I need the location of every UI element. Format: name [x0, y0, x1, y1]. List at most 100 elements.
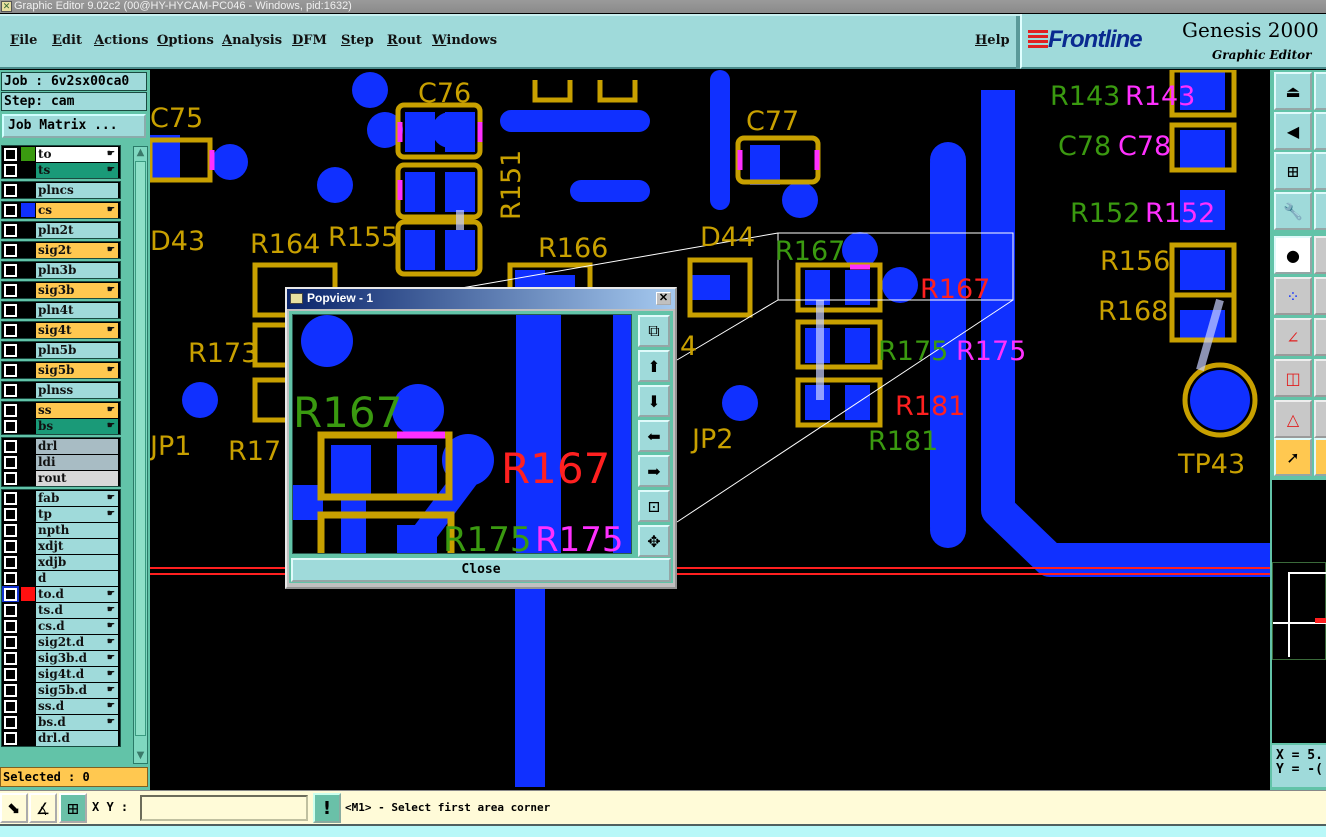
layer-checkbox[interactable] [3, 506, 18, 522]
move-feature-button[interactable]: ◫ [1274, 359, 1312, 397]
layer-name[interactable]: rout [36, 470, 118, 486]
menu-edit[interactable]: Edit [52, 33, 82, 48]
layer-name[interactable]: npth [36, 522, 118, 538]
layer-name[interactable]: sig5b☛ [36, 362, 118, 378]
toolbar-button-col2[interactable] [1314, 438, 1326, 476]
layer-checkbox[interactable] [3, 714, 18, 730]
layer-row[interactable]: drl [2, 438, 120, 454]
layer-checkbox[interactable] [3, 650, 18, 666]
menu-dfm[interactable]: DFM [292, 33, 327, 48]
toolbar-button-col2[interactable] [1314, 236, 1326, 274]
layer-checkbox[interactable] [3, 262, 18, 278]
menu-actions[interactable]: Actions [94, 33, 149, 48]
layer-row[interactable]: xdjt [2, 538, 120, 554]
layer-checkbox[interactable] [3, 602, 18, 618]
settings-button[interactable]: 🔧 [1274, 192, 1312, 230]
layer-name[interactable]: sig4t☛ [36, 322, 118, 338]
measure-button[interactable]: ∠ [1274, 318, 1312, 356]
layer-scrollbar[interactable]: ▲ ▼ [133, 146, 148, 764]
connect-button[interactable]: ⁘ [1274, 277, 1312, 315]
select-pad-button[interactable]: ● [1274, 236, 1312, 274]
scrollbar-thumb[interactable] [135, 161, 146, 736]
layer-name[interactable]: ts.d☛ [36, 602, 118, 618]
layer-name[interactable]: ldi [36, 454, 118, 470]
layer-row[interactable]: plnss [2, 382, 120, 398]
layer-name[interactable]: plnss [36, 382, 118, 398]
minimap[interactable] [1272, 562, 1326, 660]
layer-checkbox[interactable] [3, 554, 18, 570]
layer-row[interactable]: ss.d☛ [2, 698, 120, 714]
layer-row[interactable]: cs☛ [2, 202, 120, 218]
triangle-tool-button[interactable]: △ [1274, 400, 1312, 438]
layer-name[interactable]: cs☛ [36, 202, 118, 218]
layer-checkbox[interactable] [3, 402, 18, 418]
layer-row[interactable]: pln5b [2, 342, 120, 358]
pan-right-button[interactable]: ➡ [638, 455, 670, 487]
layer-name[interactable]: pln4t [36, 302, 118, 318]
layer-row[interactable]: ts☛ [2, 162, 120, 178]
layer-checkbox[interactable] [3, 342, 18, 358]
layer-name[interactable]: d [36, 570, 118, 586]
layer-checkbox[interactable] [3, 538, 18, 554]
layer-checkbox[interactable] [3, 618, 18, 634]
layer-row[interactable]: xdjb [2, 554, 120, 570]
layer-row[interactable]: sig4t.d☛ [2, 666, 120, 682]
layer-row[interactable]: plncs [2, 182, 120, 198]
layer-name[interactable]: xdjt [36, 538, 118, 554]
layer-checkbox[interactable] [3, 666, 18, 682]
grid-button[interactable]: ⊞ [59, 793, 87, 823]
layer-checkbox[interactable] [3, 730, 18, 746]
menu-analysis[interactable]: Analysis [222, 33, 283, 48]
layer-row[interactable]: to.d☛ [2, 585, 120, 603]
layer-name[interactable]: to☛ [36, 146, 118, 162]
layer-row[interactable]: d [2, 570, 120, 586]
layer-checkbox[interactable] [3, 322, 18, 338]
popview-canvas[interactable]: R167 R167 R175 R175 [292, 314, 632, 554]
layer-row[interactable]: pln2t [2, 222, 120, 238]
zoom-in-button[interactable]: ⊡ [638, 490, 670, 522]
layer-checkbox[interactable] [3, 698, 18, 714]
scroll-down-icon[interactable]: ▼ [136, 750, 145, 761]
layer-row[interactable]: npth [2, 522, 120, 538]
layer-row[interactable]: bs.d☛ [2, 714, 120, 730]
popview-close-button[interactable]: Close [291, 558, 671, 582]
scroll-up-icon[interactable]: ▲ [136, 147, 145, 158]
layer-name[interactable]: pln3b [36, 262, 118, 278]
layer-checkbox[interactable] [3, 202, 18, 218]
layer-name[interactable]: sig2t☛ [36, 242, 118, 258]
pan-up-button[interactable]: ⬆ [638, 350, 670, 382]
layer-row[interactable]: sig5b☛ [2, 362, 120, 378]
layer-row[interactable]: ts.d☛ [2, 602, 120, 618]
layer-row[interactable]: sig2t☛ [2, 242, 120, 258]
layer-row[interactable]: ss☛ [2, 402, 120, 418]
layer-name[interactable]: cs.d☛ [36, 618, 118, 634]
pan-left-button[interactable]: ◀ [1274, 112, 1312, 150]
layer-row[interactable]: sig3b☛ [2, 282, 120, 298]
measure-angle-button[interactable]: ∡ [29, 793, 57, 823]
popview-swap-button[interactable]: ⧉ [638, 315, 670, 347]
job-matrix-button[interactable]: Job Matrix ... [2, 114, 146, 138]
layer-name[interactable]: ss.d☛ [36, 698, 118, 714]
menu-options[interactable]: Options [157, 33, 214, 48]
layer-row[interactable]: sig5b.d☛ [2, 682, 120, 698]
layer-checkbox[interactable] [3, 146, 18, 162]
toolbar-button-col2[interactable] [1314, 192, 1326, 230]
toolbar-button-col2[interactable] [1314, 72, 1326, 110]
menu-help[interactable]: Help [975, 33, 1010, 48]
zoom-out-button[interactable]: ✥ [638, 525, 670, 557]
menu-windows[interactable]: Windows [432, 33, 498, 48]
toolbar-button-col2[interactable] [1314, 318, 1326, 356]
layer-checkbox[interactable] [3, 162, 18, 178]
menu-step[interactable]: Step [341, 33, 374, 48]
layer-name[interactable]: ss☛ [36, 402, 118, 418]
toolbar-button-col2[interactable] [1314, 400, 1326, 438]
layer-name[interactable]: pln2t [36, 222, 118, 238]
toolbar-button-col2[interactable] [1314, 112, 1326, 150]
layer-row[interactable]: rout [2, 470, 120, 486]
layer-checkbox[interactable] [3, 222, 18, 238]
layer-name[interactable]: sig5b.d☛ [36, 682, 118, 698]
layer-row[interactable]: fab☛ [2, 490, 120, 506]
layer-row[interactable]: tp☛ [2, 506, 120, 522]
layer-checkbox[interactable] [3, 362, 18, 378]
popview-titlebar[interactable]: Popview - 1✕ [287, 289, 675, 309]
